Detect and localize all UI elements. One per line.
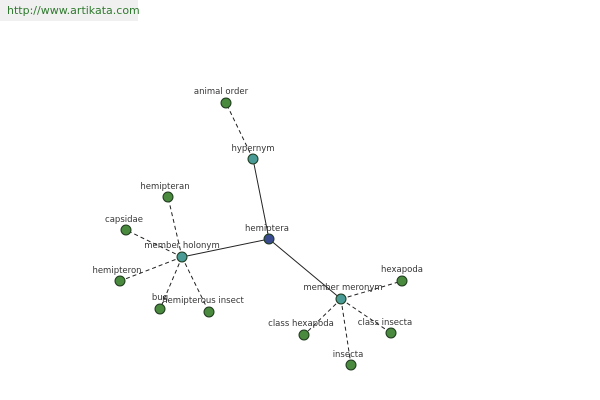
term-hemipteron-node[interactable]: [114, 275, 126, 287]
edge-member-holonym-hemipteran: [167, 196, 183, 258]
relation-member-meronym-node[interactable]: [335, 293, 347, 305]
labels-layer: animal order hemipteran capsidae hemipteron…: [92, 87, 423, 360]
term-class-hexapoda-label: class hexapoda: [268, 319, 334, 329]
term-hemipteran-label: hemipteran: [140, 182, 189, 192]
edge-member-holonym-hemipterous-insect: [181, 256, 210, 313]
nodes-layer: [114, 97, 408, 371]
relation-member-holonym-node[interactable]: [176, 251, 188, 263]
root-hemiptera-label: hemiptera: [245, 224, 289, 234]
term-hemipterous-insect-label: hemipterous insect: [162, 296, 244, 306]
edge-member-meronym-hexapoda: [340, 280, 403, 300]
term-bug-node[interactable]: [154, 303, 166, 315]
root-hemiptera-node[interactable]: [263, 233, 275, 245]
term-animal-order-node[interactable]: [220, 97, 232, 109]
edge-hypernym-animal-order: [225, 102, 254, 160]
edge-member-holonym-capsidae: [125, 229, 183, 258]
term-animal-order-label: animal order: [194, 87, 249, 97]
edge-hemiptera-hypernym: [252, 158, 270, 240]
relation-hypernym-label: hypernym: [231, 144, 274, 154]
relation-member-holonym-label: member holonym: [144, 241, 219, 251]
term-class-hexapoda-node[interactable]: [298, 329, 310, 341]
relation-hypernym-node[interactable]: [247, 153, 259, 165]
edge-hemiptera-member-holonym: [181, 238, 270, 258]
source-url-link[interactable]: http://www.artikata.com: [7, 4, 140, 17]
edge-member-meronym-class-hexapoda: [303, 298, 342, 336]
edges-layer: [119, 102, 403, 366]
term-class-insecta-label: class insecta: [358, 318, 412, 328]
term-hemipteron-label: hemipteron: [92, 266, 141, 276]
source-banner: http://www.artikata.com: [0, 0, 140, 21]
term-bug-label: bug: [152, 293, 168, 303]
term-insecta-label: insecta: [333, 350, 364, 360]
term-capsidae-label: capsidae: [105, 215, 143, 225]
term-hexapoda-node[interactable]: [396, 275, 408, 287]
term-hemipterous-insect-node[interactable]: [203, 306, 215, 318]
term-hemipteran-node[interactable]: [162, 191, 174, 203]
term-hexapoda-label: hexapoda: [381, 265, 423, 275]
relation-member-meronym-label: member meronym: [303, 283, 382, 293]
edge-member-holonym-bug: [159, 256, 183, 310]
term-insecta-node[interactable]: [345, 359, 357, 371]
edge-member-meronym-class-insecta: [340, 298, 392, 334]
edge-hemiptera-member-meronym: [268, 238, 342, 300]
term-class-insecta-node[interactable]: [385, 327, 397, 339]
term-capsidae-node[interactable]: [120, 224, 132, 236]
